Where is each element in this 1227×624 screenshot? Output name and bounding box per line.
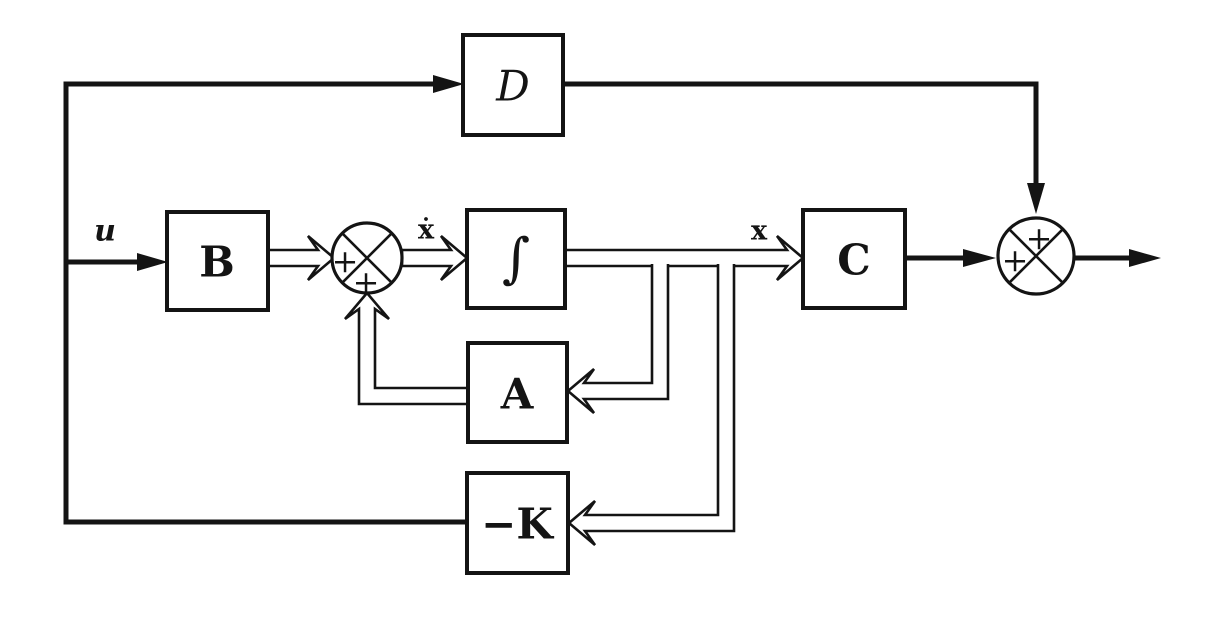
block-minus-K-label: −K bbox=[481, 500, 554, 549]
arrowhead-into-output-sum-left bbox=[963, 249, 996, 267]
block-A-label: A bbox=[500, 370, 535, 419]
plus-sign: + bbox=[1002, 241, 1029, 279]
block-C: C bbox=[801, 208, 907, 310]
block-D-box bbox=[461, 33, 565, 137]
block-minus-K: −K bbox=[465, 471, 570, 575]
plus-sign: + bbox=[353, 263, 380, 301]
state-summing-junction: + + bbox=[330, 221, 404, 301]
output-summing-junction: + + bbox=[996, 216, 1076, 296]
block-B-box bbox=[165, 210, 270, 312]
signal-label-x: x bbox=[751, 216, 768, 247]
x-branch-to-K-fill bbox=[569, 260, 734, 545]
block-B: B bbox=[165, 210, 270, 312]
feedback-loop-line bbox=[63, 81, 467, 525]
block-A: A bbox=[466, 341, 569, 444]
block-minus-K-box bbox=[465, 471, 570, 575]
D-output-line bbox=[563, 81, 1039, 184]
A-feedback-channel bbox=[344, 290, 470, 406]
arrowhead-into-output-sum-top bbox=[1027, 183, 1045, 214]
block-integrator-label: ∫ bbox=[502, 227, 530, 290]
block-B-label: B bbox=[199, 238, 235, 287]
block-C-box bbox=[801, 208, 907, 310]
B-to-sum-channel bbox=[266, 235, 337, 281]
summing-cross-icon bbox=[1008, 228, 1064, 284]
block-A-box bbox=[466, 341, 569, 444]
block-D: D bbox=[461, 33, 565, 137]
block-integrator: ∫ bbox=[465, 208, 567, 310]
signal-label-u: u bbox=[94, 214, 116, 249]
block-integrator-box bbox=[465, 208, 567, 310]
system-output-arrowhead bbox=[1129, 249, 1161, 267]
signal-label-xdot: ẋ bbox=[418, 215, 435, 246]
arrowhead-into-B bbox=[137, 253, 168, 271]
plus-sign: + bbox=[1026, 219, 1053, 257]
block-C-label: C bbox=[837, 236, 870, 285]
summing-cross-icon bbox=[341, 232, 393, 284]
sum-to-integrator-channel bbox=[400, 235, 470, 281]
arrowhead-into-D bbox=[433, 75, 464, 93]
block-D-label: D bbox=[495, 62, 530, 111]
integrator-to-C-channel bbox=[563, 235, 806, 281]
plus-sign: + bbox=[332, 242, 359, 280]
